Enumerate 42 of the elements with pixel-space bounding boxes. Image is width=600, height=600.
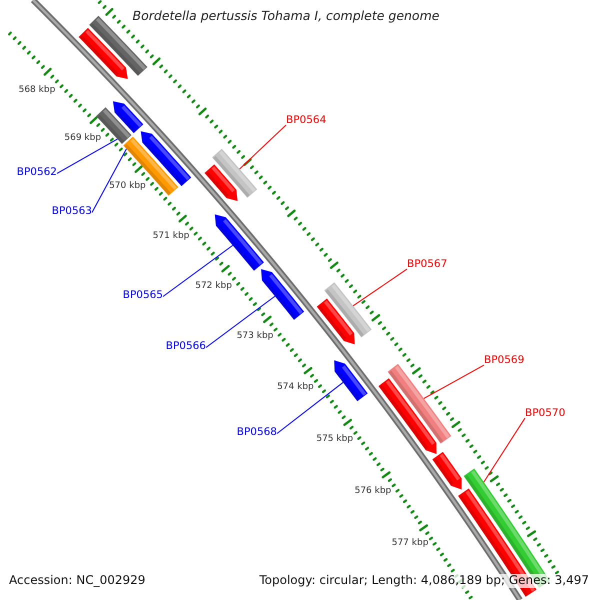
- scale-label: 571 kbp: [152, 230, 190, 241]
- gene-label: BP0562: [16, 166, 57, 178]
- scale-label: 570 kbp: [109, 181, 146, 192]
- scale-label: 568 kbp: [18, 84, 56, 95]
- scale-label: 569 kbp: [64, 132, 102, 143]
- gene-label: BP0565: [122, 289, 163, 302]
- leader-line: [162, 244, 234, 297]
- leader-line: [92, 148, 127, 213]
- scale-label: 574 kbp: [277, 382, 314, 392]
- gene-block-pointed: [378, 378, 436, 454]
- genome-info-text: Topology: circular; Length: 4,086,189 bp; Genes: 3,497: [257, 574, 591, 588]
- gene-block: [324, 282, 372, 338]
- accession-text: Accession: NC_002929: [7, 574, 148, 588]
- gene-block-pointed: [204, 164, 238, 201]
- gene-block-pointed: [334, 360, 368, 402]
- scale-label: 576 kbp: [354, 486, 392, 496]
- gene-label: BP0563: [52, 205, 92, 218]
- leader-line: [206, 296, 276, 348]
- gene-block: [212, 148, 258, 198]
- leader-line: [483, 418, 526, 483]
- map-title: Bordetella pertussis Tohama I, complete genome: [132, 9, 440, 24]
- gene-label: BP0570: [525, 407, 566, 420]
- scale-label: 573 kbp: [236, 330, 274, 342]
- gene-label: BP0566: [166, 340, 206, 352]
- gene-label: BP0567: [407, 258, 448, 270]
- leader-line: [276, 382, 344, 434]
- gene-block-pointed: [112, 101, 144, 134]
- gene-label: BP0569: [484, 354, 524, 366]
- scale-label: 572 kbp: [195, 280, 232, 291]
- gene-label: BP0568: [236, 426, 277, 438]
- leader-line: [56, 138, 118, 174]
- gene-block: [388, 364, 452, 444]
- leader-line: [239, 124, 286, 170]
- gene-block-pointed: [78, 28, 128, 79]
- leader-line: [423, 364, 484, 399]
- gene-block-pointed: [261, 269, 304, 320]
- scale-label: 575 kbp: [316, 433, 354, 444]
- gene-block-pointed: [214, 214, 264, 271]
- gene-block-pointed: [316, 298, 355, 344]
- gene-block-pointed: [432, 452, 462, 490]
- scale-label: 577 kbp: [392, 538, 428, 549]
- gene-label: BP0564: [286, 114, 326, 126]
